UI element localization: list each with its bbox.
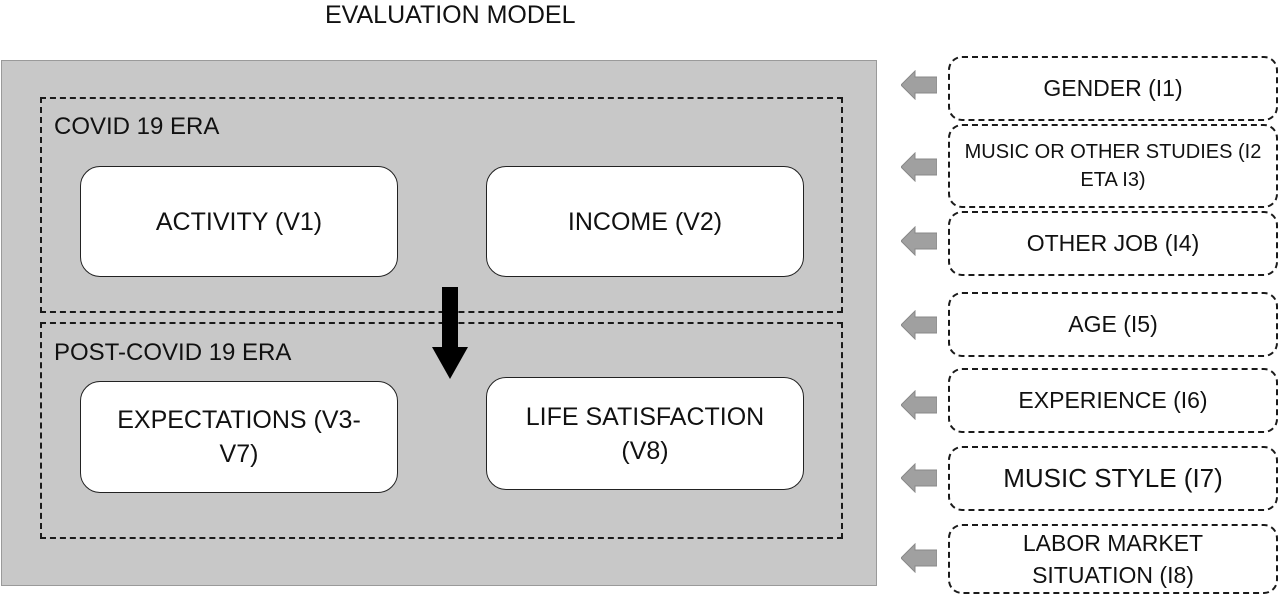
left-arrow-icon bbox=[901, 226, 937, 256]
post-covid-era-label: POST-COVID 19 ERA bbox=[54, 339, 292, 366]
expectations-variable-label: EXPECTATIONS (V3- V7) bbox=[117, 406, 361, 468]
music-style-indicator-label: MUSIC STYLE (I7) bbox=[1003, 463, 1223, 493]
other-job-indicator-label: OTHER JOB (I4) bbox=[1026, 230, 1200, 256]
left-arrow-icon bbox=[901, 390, 937, 420]
age-indicator-label: AGE (I5) bbox=[1068, 311, 1158, 337]
post-covid-era-group bbox=[40, 322, 843, 539]
gender-indicator-label: GENDER (I1) bbox=[1043, 75, 1183, 101]
other-job-indicator-box: OTHER JOB (I4) bbox=[948, 211, 1278, 276]
labor-market-indicator-label: LABOR MARKET SITUATION (I8) bbox=[1022, 530, 1204, 588]
left-arrow-icon bbox=[901, 310, 937, 340]
covid-era-label: COVID 19 ERA bbox=[54, 113, 220, 140]
expectations-variable-box: EXPECTATIONS (V3- V7) bbox=[80, 381, 398, 493]
covid-era-group bbox=[40, 97, 843, 313]
life-satisfaction-variable-box: LIFE SATISFACTION (V8) bbox=[486, 377, 804, 490]
studies-indicator-label: MUSIC OR OTHER STUDIES (I2 ETA I3) bbox=[964, 141, 1262, 191]
left-arrow-icon bbox=[901, 543, 937, 573]
labor-market-indicator-box: LABOR MARKET SITUATION (I8) bbox=[948, 524, 1278, 594]
left-arrow-icon bbox=[901, 70, 937, 100]
music-style-indicator-box: MUSIC STYLE (I7) bbox=[948, 446, 1278, 511]
age-indicator-box: AGE (I5) bbox=[948, 292, 1278, 357]
experience-indicator-label: EXPERIENCE (I6) bbox=[1018, 387, 1208, 413]
activity-variable-box: ACTIVITY (V1) bbox=[80, 166, 398, 277]
left-arrow-icon bbox=[901, 463, 937, 493]
left-arrow-icon bbox=[901, 152, 937, 182]
life-satisfaction-variable-label: LIFE SATISFACTION (V8) bbox=[525, 402, 765, 465]
diagram-title: EVALUATION MODEL bbox=[325, 1, 576, 29]
studies-indicator-box: MUSIC OR OTHER STUDIES (I2 ETA I3) bbox=[948, 124, 1278, 208]
income-variable-box: INCOME (V2) bbox=[486, 166, 804, 277]
gender-indicator-box: GENDER (I1) bbox=[948, 56, 1278, 121]
down-arrow-icon bbox=[432, 287, 468, 379]
experience-indicator-box: EXPERIENCE (I6) bbox=[948, 368, 1278, 433]
